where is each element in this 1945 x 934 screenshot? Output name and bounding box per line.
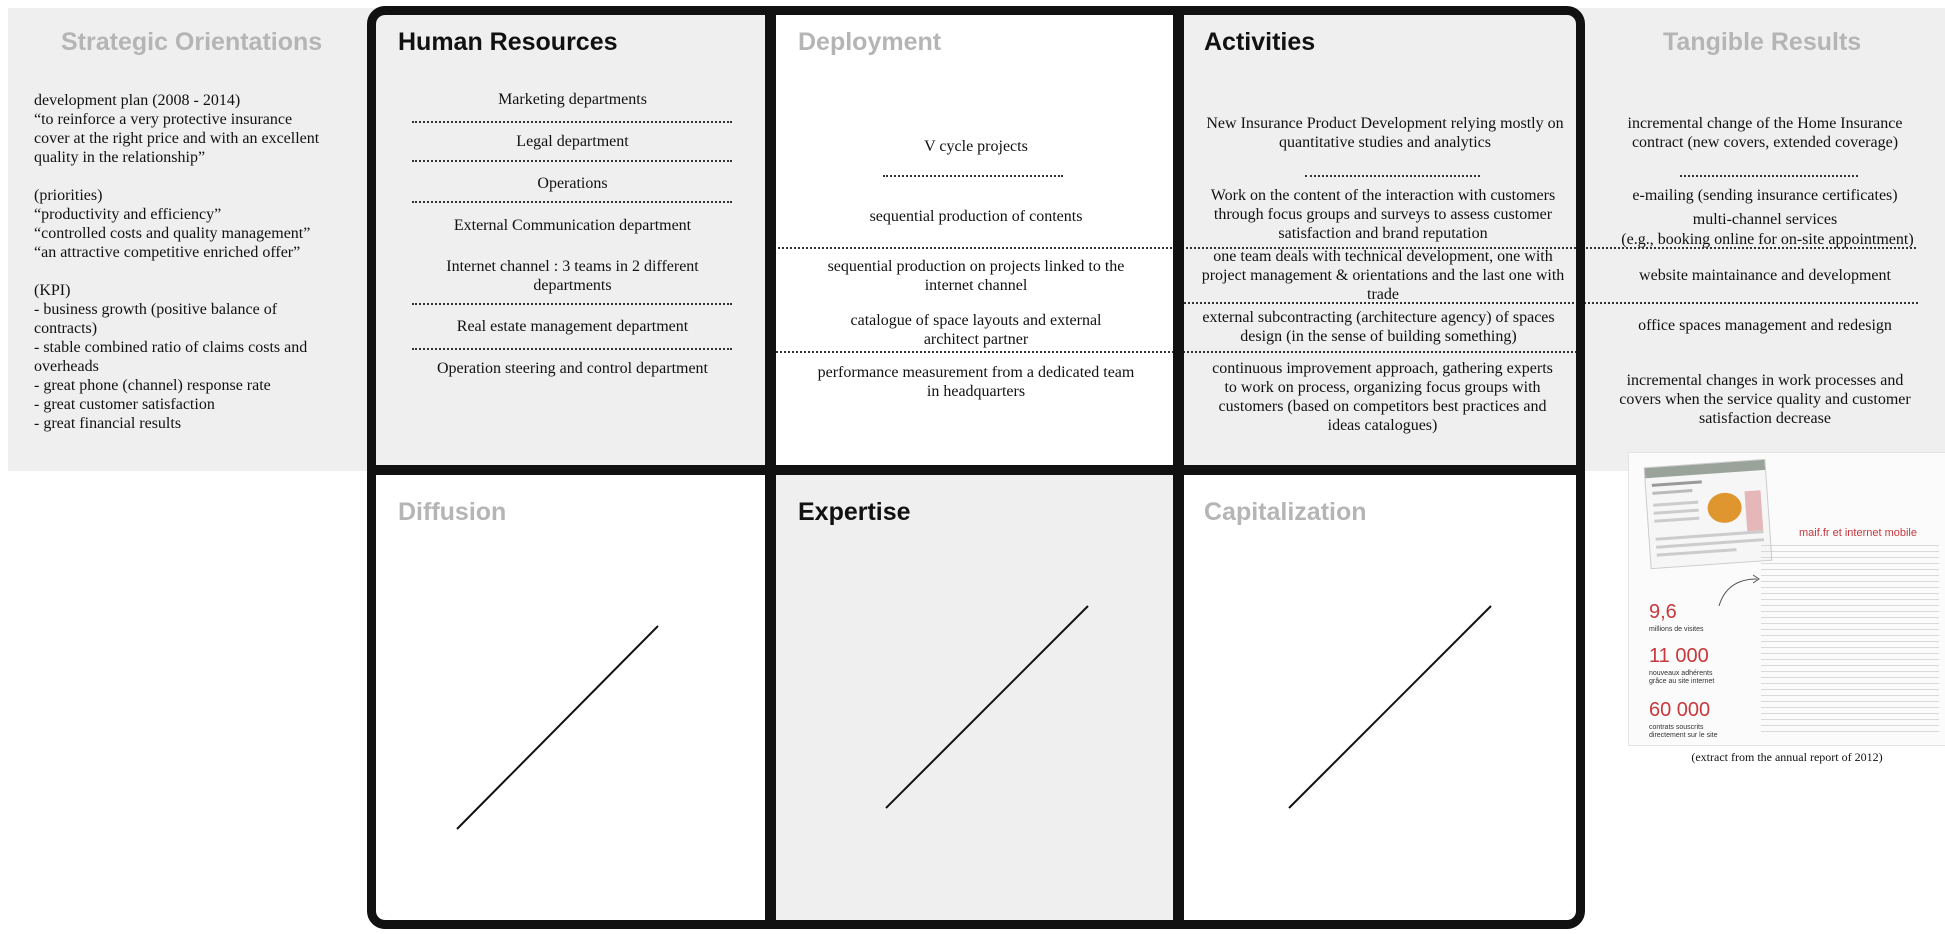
activity-item: external subcontracting (architecture ag… [1202,309,1555,345]
hr-item: Marketing departments [498,91,647,108]
stat-label: contrats souscrits directement sur le si… [1649,724,1718,739]
report-caption: (extract from the annual report of 2012) [1691,750,1883,764]
stat-value: 11 000 [1649,645,1709,667]
tangible-item: incremental changes in work processes an… [1619,372,1911,427]
activity-item: New Insurance Product Development relyin… [1206,115,1564,151]
report-heading: maif.fr et internet mobile [1799,527,1917,539]
diffusion-title: Diffusion [398,498,507,526]
separator [773,247,1916,249]
hr-item: Legal department [516,133,629,150]
diffusion-empty-slash [456,625,659,830]
strategic-title: Strategic Orientations [61,28,323,56]
annual-report-extract: maif.fr et internet mobile 9,6 millions … [1628,452,1945,746]
strategic-line: “productivity and efficiency” [34,206,222,223]
stat-value: 60 000 [1649,699,1711,721]
separator [1180,351,1584,353]
tangible-item: incremental change of the Home Insurance… [1627,115,1903,151]
stat-label: millions de visites [1649,626,1704,633]
activity-item: Work on the content of the interaction w… [1210,187,1556,242]
strategic-line: development plan (2008 - 2014) [34,92,241,109]
hr-item: Operations [537,175,608,192]
human-resources-title: Human Resources [398,28,618,56]
arrow-icon [1718,574,1760,607]
separator [412,348,732,350]
strategic-line: (KPI) [34,282,71,299]
activity-item: one team deals with technical developmen… [1201,248,1565,303]
strategic-line: - great financial results [34,415,182,432]
expertise-title: Expertise [798,498,911,526]
separator [412,160,732,162]
strategic-line: - business growth (positive balance of [34,301,278,318]
stat-label: nouveaux adhérents grâce au site interne… [1649,670,1715,685]
deployment-title: Deployment [798,28,942,56]
separator [412,201,732,203]
strategic-line: overheads [34,358,99,375]
deployment-item: catalogue of space layouts and external … [850,312,1102,348]
expertise-empty-slash [885,605,1089,809]
hr-item: Operation steering and control departmen… [436,360,708,377]
strategic-line: (priorities) [34,187,103,204]
deployment-item: performance measurement from a dedicated… [817,364,1135,400]
strategic-panel-bg [8,8,370,471]
separator [412,121,732,123]
capitalization-title: Capitalization [1204,498,1367,526]
hr-item: External Communication department [453,217,692,234]
deployment-item: sequential production on projects linked… [827,258,1125,294]
strategic-line: “controlled costs and quality management… [34,225,311,242]
tangible-title: Tangible Results [1663,28,1862,56]
strategic-line: - stable combined ratio of claims costs … [34,339,308,356]
hr-item: Real estate management department [456,318,689,335]
separator [1180,302,1918,304]
activities-title: Activities [1204,28,1316,56]
expertise-bg [772,470,1180,928]
tangible-item: website maintainance and development [1639,267,1891,284]
grid-divider [370,465,1582,475]
separator [1305,175,1480,177]
website-screenshot-thumbnail [1643,458,1773,570]
tangible-item: multi-channel services [1692,211,1838,228]
separator [1680,175,1858,177]
stat-value: 9,6 [1649,601,1677,623]
separator [883,175,1063,177]
tangible-item: office spaces management and redesign [1638,317,1892,334]
tangible-item: e-mailing (sending insurance certificate… [1632,187,1898,204]
human-resources-bg [370,8,772,470]
activity-item: continuous improvement approach, gatheri… [1212,360,1553,434]
strategic-line: “to reinforce a very protective insuranc… [34,111,293,128]
hr-item: Internet channel : 3 teams in 2 differen… [446,258,699,294]
activities-bg [1180,8,1584,470]
tangible-panel-bg [1584,8,1945,471]
strategic-line: - great phone (channel) response rate [34,377,271,394]
strategic-line: “an attractive competitive enriched offe… [34,244,301,261]
deployment-item: V cycle projects [924,138,1028,155]
strategic-line: quality in the relationship” [34,149,206,166]
separator [773,351,1178,353]
report-body-text-placeholder [1761,545,1939,735]
strategic-line: contracts) [34,320,98,337]
capitalization-empty-slash [1288,605,1492,809]
tangible-item: (e.g., booking online for on-site appoin… [1621,231,1914,248]
strategic-line: cover at the right price and with an exc… [34,130,320,147]
separator [412,303,732,305]
deployment-item: sequential production of contents [869,208,1083,225]
strategic-line: - great customer satisfaction [34,396,215,413]
